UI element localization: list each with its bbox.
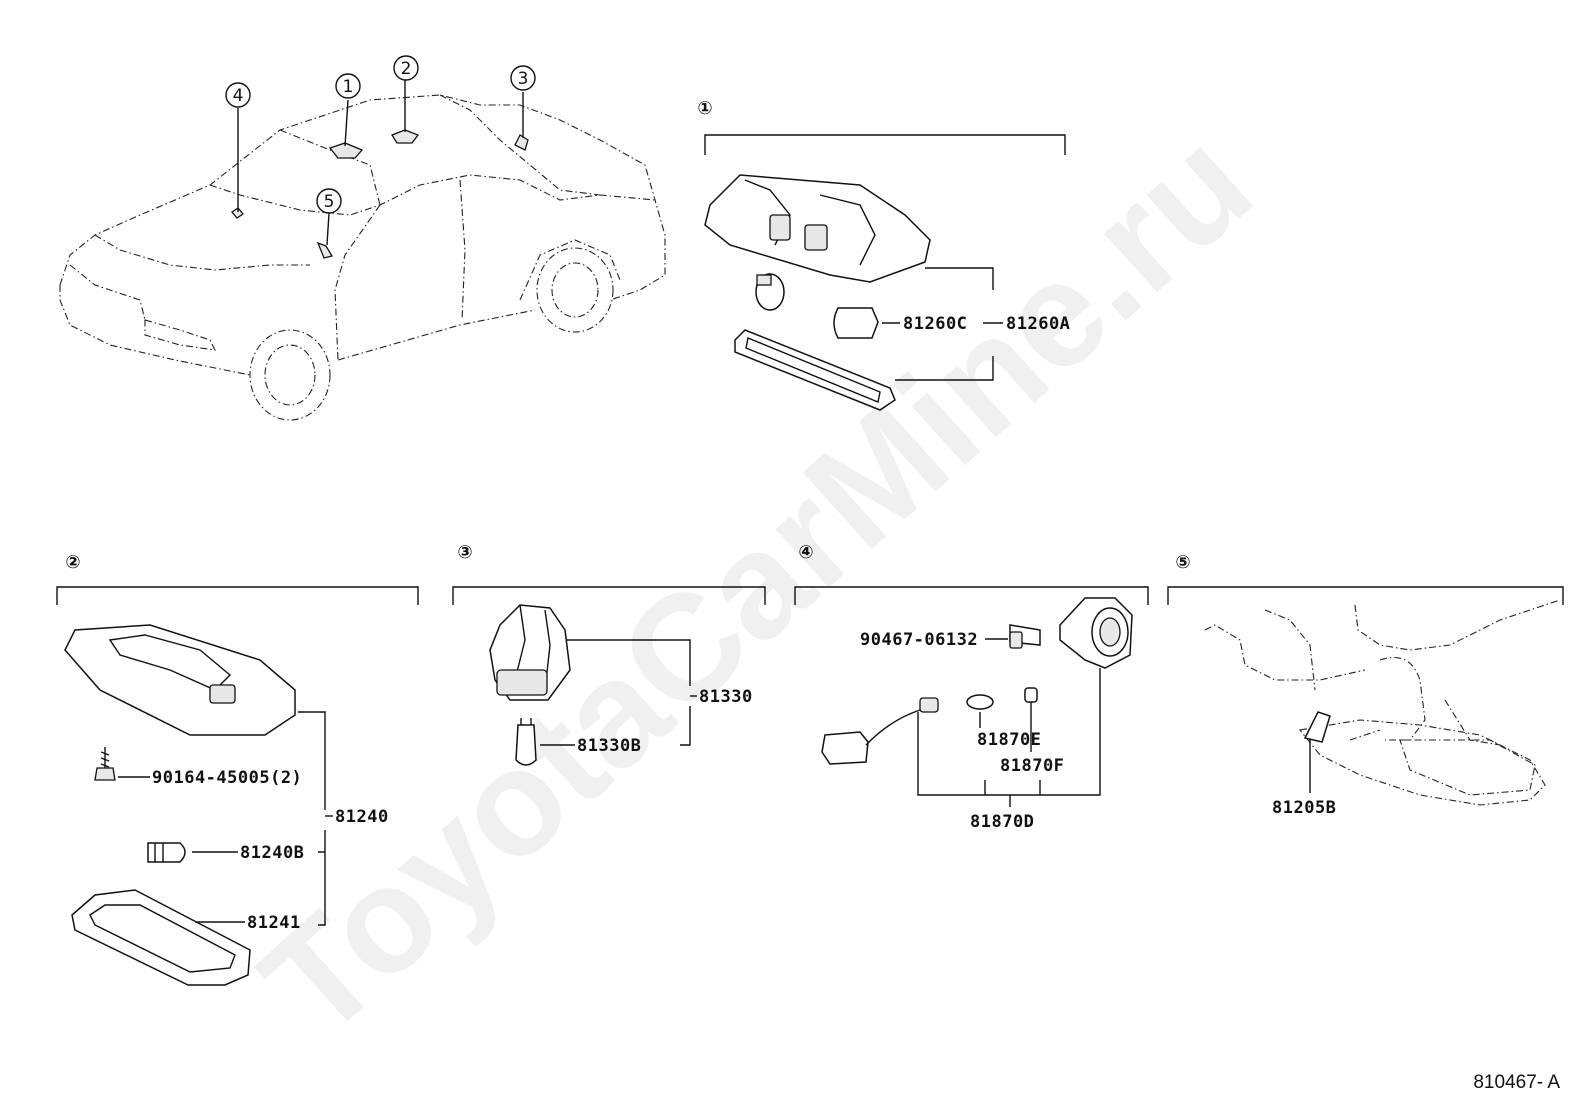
overview-callout-5: 5	[316, 188, 342, 214]
section-3: ③ 81330B 81330	[452, 542, 766, 766]
label-81205B: 81205B	[1272, 798, 1336, 818]
bulb-81330B	[515, 718, 537, 766]
svg-text:1: 1	[343, 77, 354, 97]
label-90164-45005: 90164-45005(2)	[152, 768, 302, 788]
section-2: ② 90164-45005(2) 81240B 81241 81240	[56, 552, 419, 986]
label-81870E: 81870E	[977, 730, 1041, 750]
overview-callout-3: 3	[510, 65, 536, 91]
label-90467-06132: 90467-06132	[860, 630, 978, 650]
label-81240B: 81240B	[240, 843, 304, 863]
label-81330: 81330	[699, 687, 753, 707]
section-4-number: ④	[798, 542, 813, 563]
label-81240: 81240	[335, 807, 389, 827]
svg-text:4: 4	[233, 86, 244, 106]
bulb-81870F	[1024, 687, 1038, 703]
section-1: ① 81260C 81260A	[697, 98, 1070, 411]
overview-callout-4: 4	[225, 82, 251, 108]
reference-code: 810467- A	[1473, 1072, 1560, 1093]
wire-harness-81870D	[821, 697, 939, 765]
screw-90164-45005	[94, 747, 116, 781]
label-81330B: 81330B	[577, 736, 641, 756]
svg-text:3: 3	[518, 69, 529, 89]
overview-callout-2: 2	[393, 55, 419, 81]
svg-text:2: 2	[401, 59, 412, 79]
bulb-81260C-right	[833, 307, 879, 339]
car-overview: 4 1 2 3 5	[59, 55, 666, 421]
clip-90467-06132	[1009, 624, 1041, 649]
bulb-81240B	[147, 842, 186, 863]
map-lamp-housing	[64, 624, 296, 736]
section-3-number: ③	[457, 542, 472, 563]
label-81241: 81241	[247, 913, 301, 933]
map-lamp-lens	[71, 889, 251, 986]
svg-text:5: 5	[324, 192, 335, 212]
dome-lamp-lens	[734, 329, 896, 411]
lens-81870E	[966, 694, 994, 710]
section-5-number: ⑤	[1175, 552, 1190, 573]
section-1-number: ①	[697, 98, 712, 119]
label-81260C: 81260C	[903, 314, 967, 334]
label-81870F: 81870F	[1000, 756, 1064, 776]
bulb-81260C	[755, 273, 785, 311]
overview-callout-1: 1	[335, 73, 361, 99]
section-4: ④ 90467-06132 81870E 81870F	[794, 542, 1149, 832]
label-81260A: 81260A	[1006, 314, 1070, 334]
console-lamp-81205B	[1303, 711, 1331, 743]
key-cylinder-illuminator	[1059, 597, 1133, 669]
label-81870D: 81870D	[970, 812, 1034, 832]
section-5: ⑤ 81205B	[1167, 552, 1564, 818]
section-2-number: ②	[65, 552, 80, 573]
